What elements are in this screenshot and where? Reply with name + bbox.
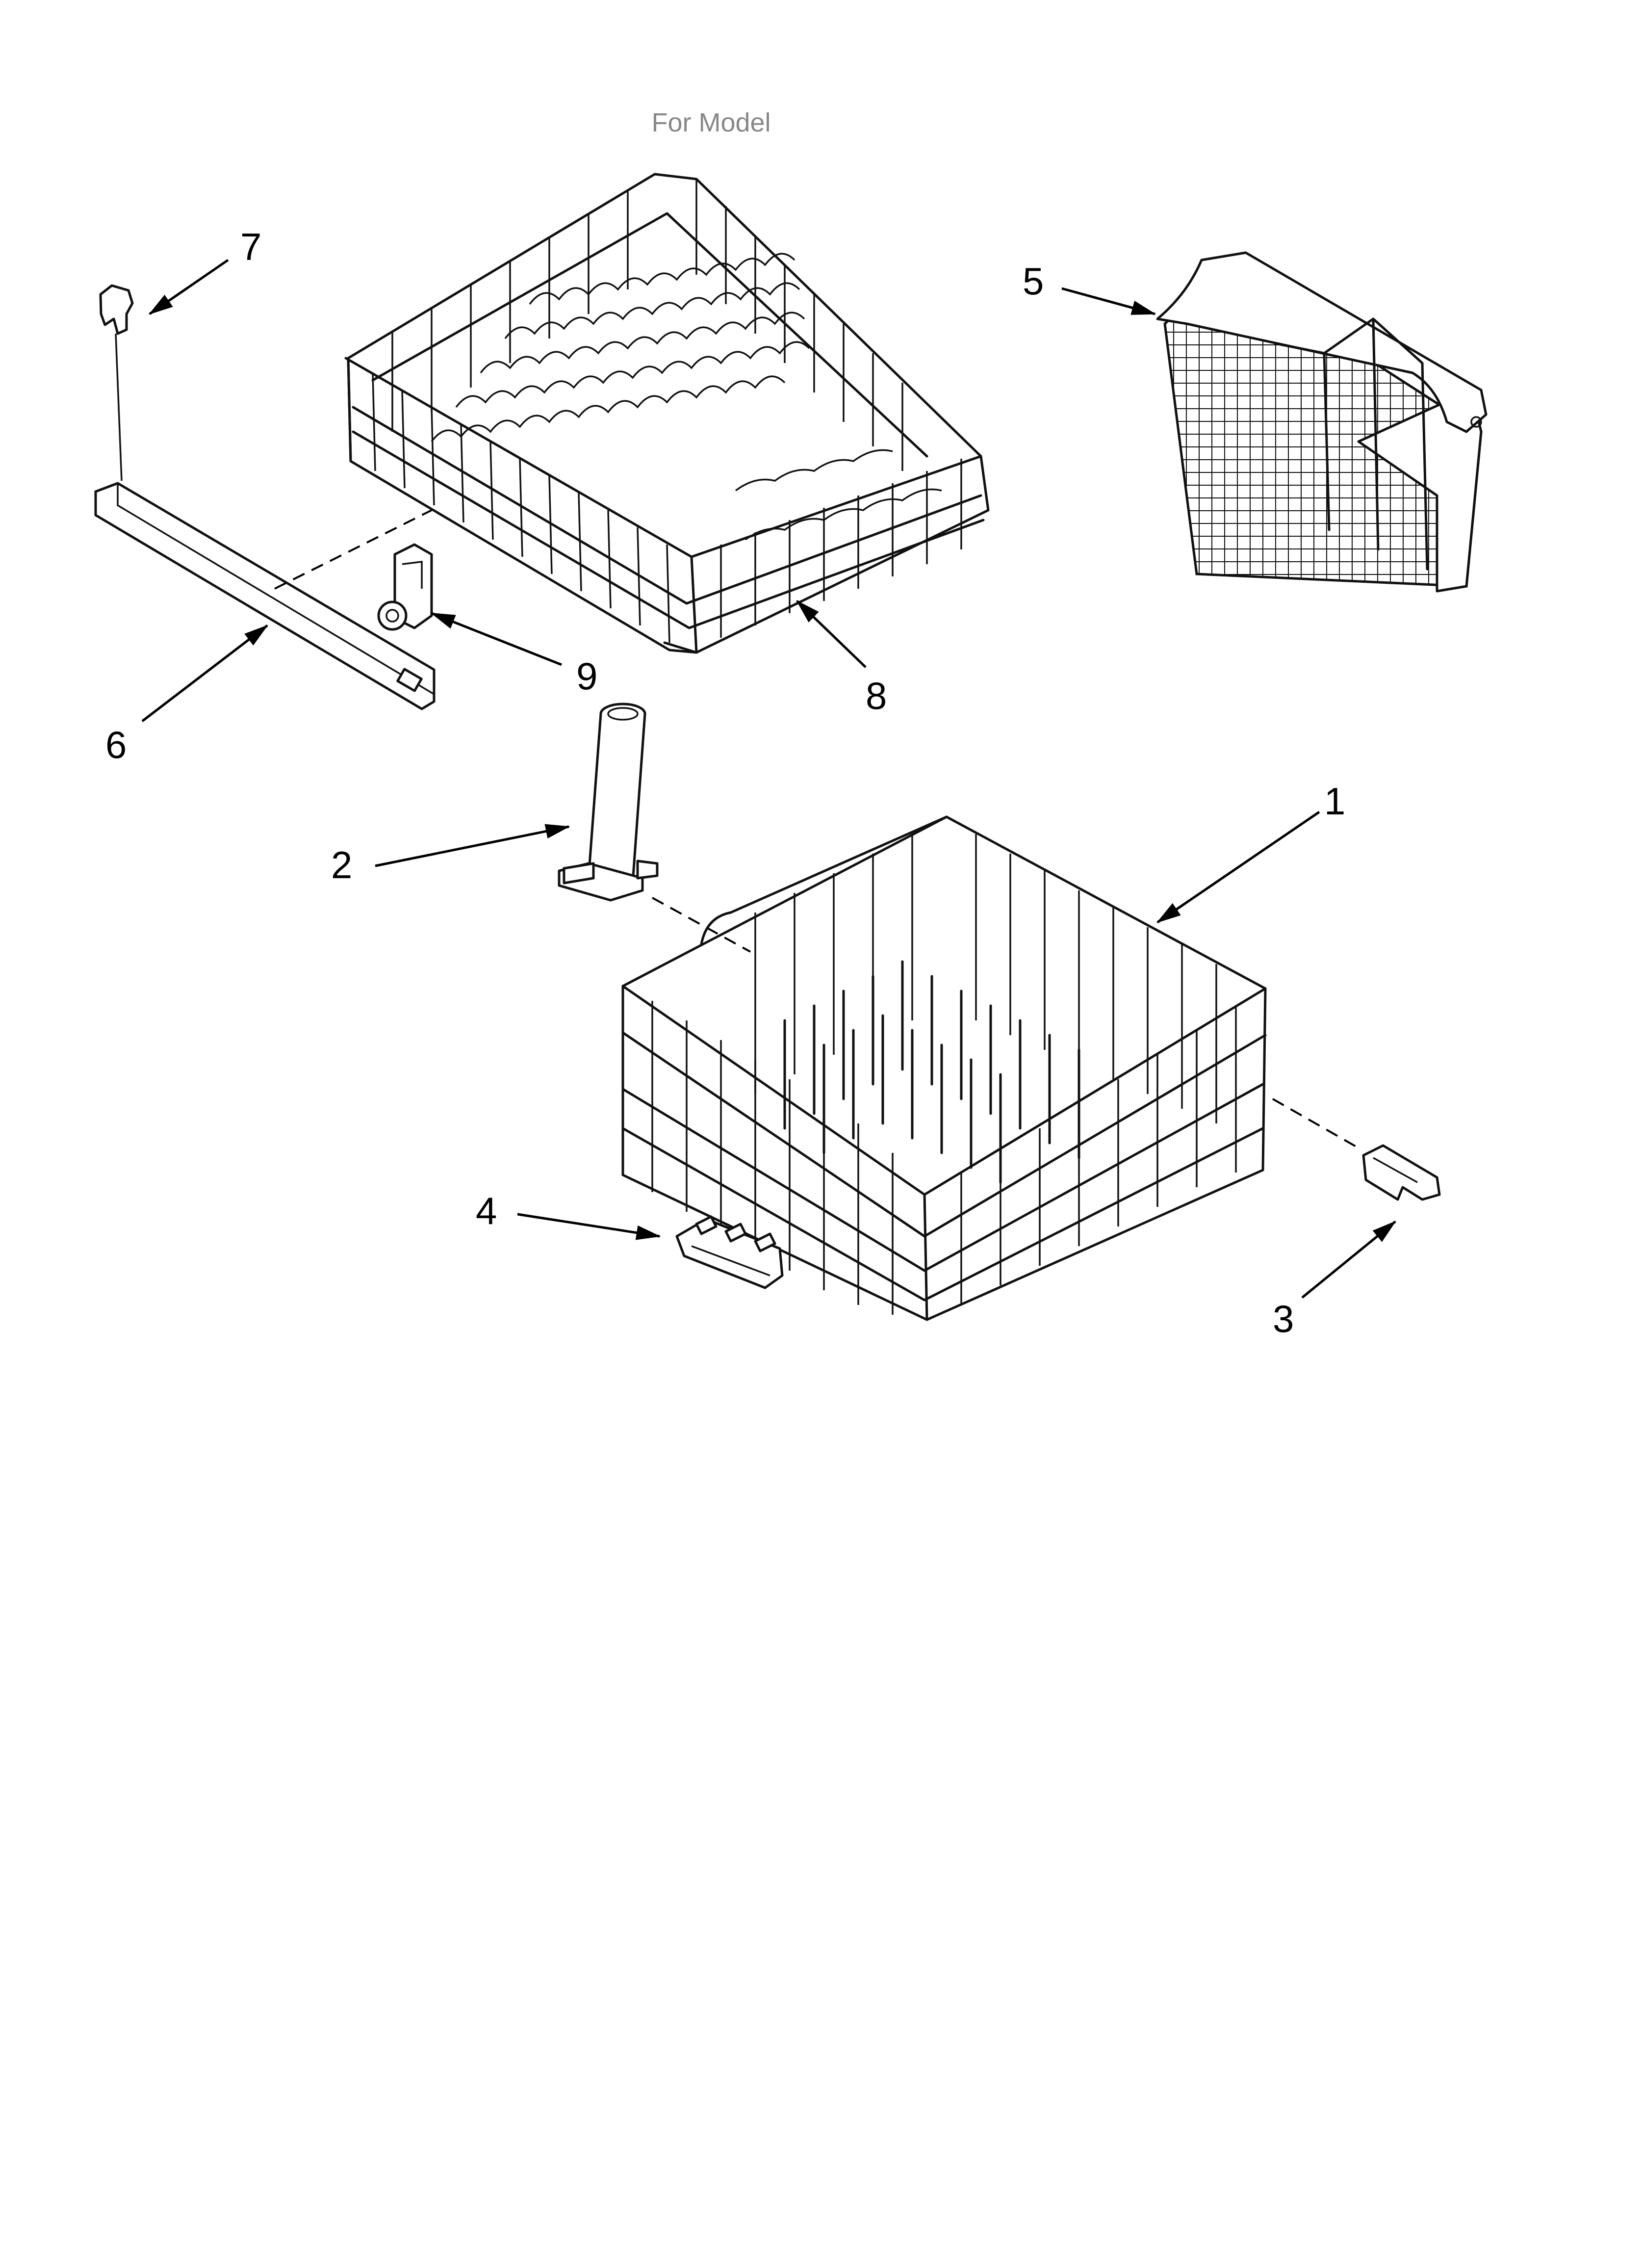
callout-6: 6 — [105, 723, 127, 766]
callout-9: 9 — [576, 654, 597, 698]
callout-3: 3 — [1273, 1297, 1294, 1340]
callout-2: 2 — [331, 843, 352, 886]
header-fragment: For Model — [651, 108, 770, 137]
rack-roller-part — [377, 543, 433, 631]
callout-1: 1 — [1324, 780, 1345, 823]
silverware-basket-part — [1156, 251, 1488, 593]
callout-7: 7 — [240, 225, 261, 268]
leader-lines — [141, 259, 1396, 1299]
rack-track-part — [94, 482, 436, 710]
track-end-cap-part — [99, 284, 134, 481]
rack-stop-clip-part — [1362, 1144, 1441, 1201]
callout-labels: 1 2 3 4 5 6 7 8 9 — [105, 225, 1345, 1340]
lower-spray-tube-part — [558, 703, 659, 902]
upper-rack-part — [344, 173, 990, 654]
callout-4: 4 — [476, 1189, 497, 1232]
callout-8: 8 — [866, 674, 887, 717]
callout-5: 5 — [1023, 260, 1044, 303]
lower-rack-part — [621, 815, 1267, 1321]
tine-clip-part — [675, 1215, 784, 1289]
